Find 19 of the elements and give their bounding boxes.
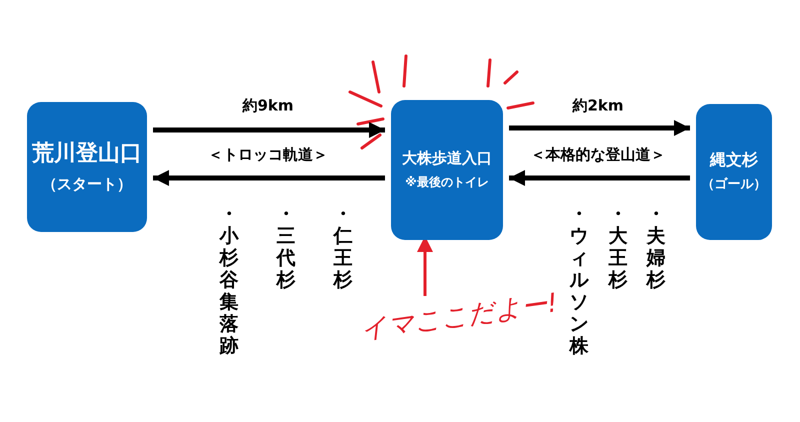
box-note: （スタート） — [42, 174, 132, 194]
landmark-label: ・ウィルソン株 — [569, 203, 589, 357]
landmark-label: ・夫婦杉 — [646, 203, 666, 291]
place-name: 荒川登山口 — [32, 140, 142, 168]
box-note: （ゴール） — [702, 176, 766, 194]
landmark-label: ・小杉谷集落跡 — [219, 203, 239, 357]
place-name: 大株歩道入口 — [402, 149, 492, 169]
landmark-label: ・仁王杉 — [333, 203, 353, 291]
trailhead-box — [391, 100, 503, 240]
start-box — [27, 102, 147, 232]
arrow — [153, 170, 385, 186]
arrow — [153, 122, 385, 138]
landmark-label: ・大王杉 — [608, 203, 628, 291]
arrow — [509, 170, 690, 186]
arrow — [509, 120, 690, 136]
goal-box — [696, 104, 772, 240]
place-name: 縄文杉 — [710, 150, 758, 171]
box-note: ※最後のトイレ — [405, 174, 489, 191]
landmark-label: ・三代杉 — [276, 203, 296, 291]
